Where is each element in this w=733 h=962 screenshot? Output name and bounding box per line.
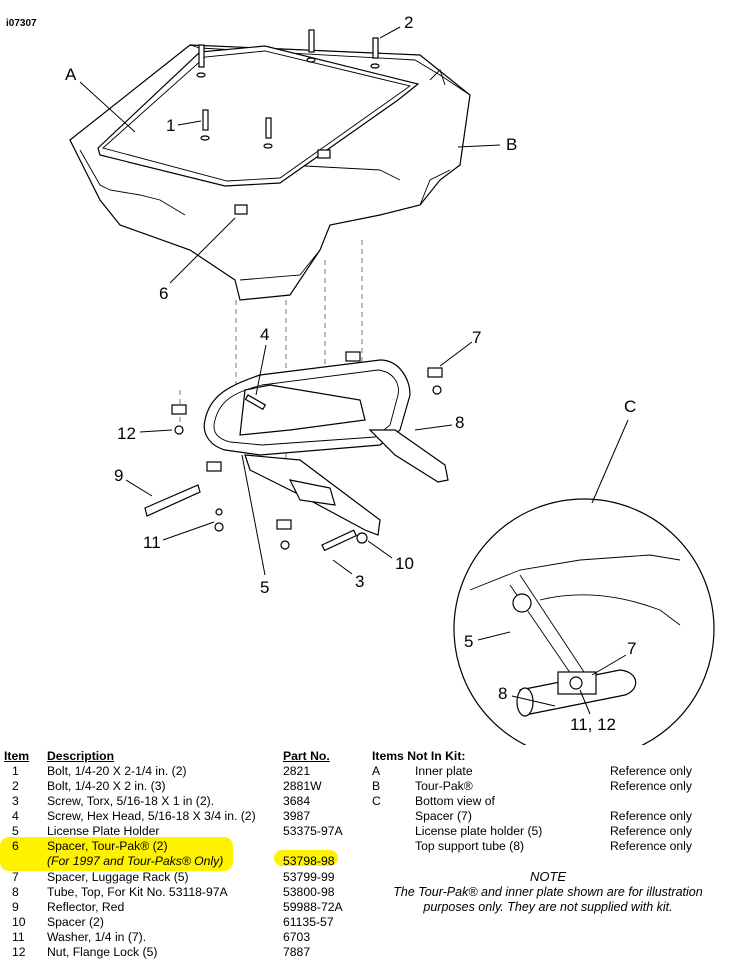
inset-callout-5: 5 (464, 632, 473, 651)
note-line-2: purposes only. They are not supplied wit… (423, 900, 673, 914)
callout-5: 5 (260, 578, 269, 597)
callout-11: 11 (143, 533, 161, 552)
callout-7: 7 (472, 328, 481, 347)
inset-callout-11-12: 11, 12 (570, 715, 616, 734)
header-description: Description (47, 749, 115, 763)
callout-C: C (624, 397, 636, 416)
inset-callout-7: 7 (627, 639, 636, 658)
callout-4: 4 (260, 325, 269, 344)
leader-lines (79, 26, 629, 715)
bolts (196, 29, 380, 215)
exploded-view-diagram: A 2 1 B 6 4 7 C 8 12 9 11 10 3 5 5 7 8 1… (65, 13, 715, 745)
inset-callout-8: 8 (498, 684, 507, 703)
reflector (144, 484, 201, 517)
note-line-1: The Tour-Pak® and inner plate shown are … (393, 885, 703, 899)
callout-10: 10 (395, 554, 414, 573)
inner-plate (97, 45, 420, 187)
note-title: NOTE (529, 869, 567, 884)
callout-1: 1 (166, 116, 175, 135)
highlight-item-6-description (0, 837, 233, 871)
luggage-rack (203, 359, 449, 536)
not-in-kit-header: Items Not In Kit: (372, 749, 466, 763)
header-part-no: Part No. (283, 749, 330, 763)
callout-B: B (506, 135, 517, 154)
note-body: The Tour-Pak® and inner plate shown are … (372, 885, 724, 915)
bottom-view-inset (453, 498, 715, 745)
figure-id: i07307 (6, 18, 37, 29)
callout-2: 2 (404, 13, 413, 32)
highlight-item-6-part-no (274, 850, 338, 866)
hardware (171, 351, 443, 552)
callout-12: 12 (117, 424, 136, 443)
callout-A: A (65, 65, 77, 84)
callout-8: 8 (455, 413, 464, 432)
header-item: Item (4, 749, 30, 763)
callout-6: 6 (159, 284, 168, 303)
alignment-lines (179, 240, 363, 460)
callout-3: 3 (355, 572, 364, 591)
callout-9: 9 (114, 466, 123, 485)
